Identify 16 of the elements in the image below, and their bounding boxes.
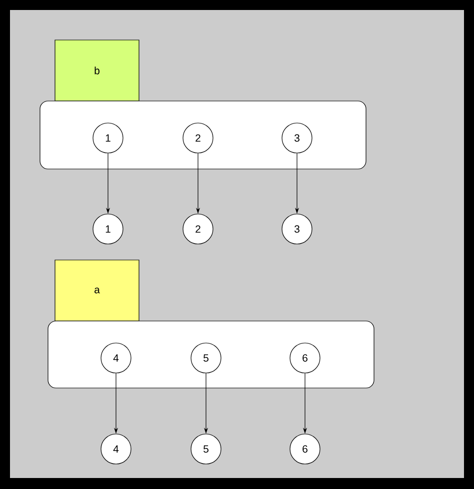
label-tab: a xyxy=(54,260,140,322)
circle-node: 3 xyxy=(282,214,312,244)
circle-node: 5 xyxy=(190,342,222,374)
circle-node: 1 xyxy=(92,122,124,154)
circle-node: 5 xyxy=(190,434,222,464)
circle-node: 2 xyxy=(182,214,214,244)
circle-node: 6 xyxy=(290,434,320,464)
circle-node: 2 xyxy=(182,122,214,154)
circle-node: 4 xyxy=(100,434,132,464)
circle-node: 4 xyxy=(100,342,132,374)
circle-node: 3 xyxy=(282,122,312,154)
group-panel xyxy=(48,320,374,388)
circle-node: 6 xyxy=(290,342,320,374)
group-panel xyxy=(40,100,366,170)
label-tab: b xyxy=(54,40,140,102)
circle-node: 1 xyxy=(92,214,124,244)
